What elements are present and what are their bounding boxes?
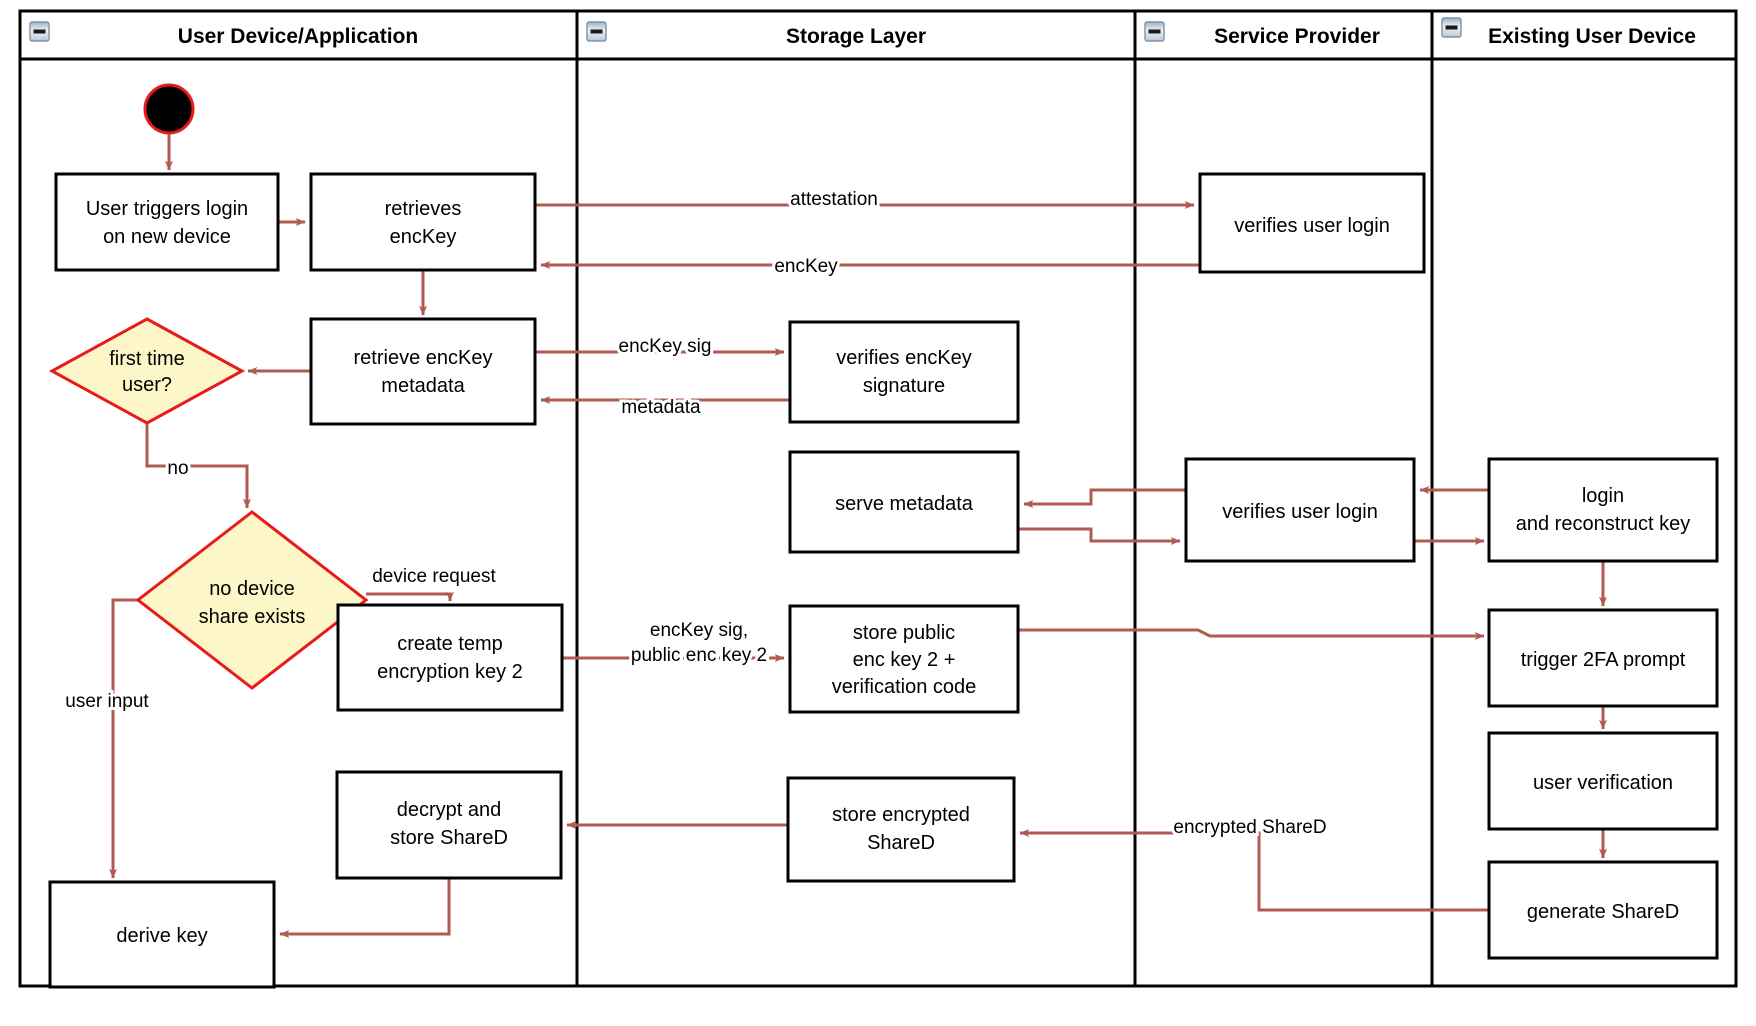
node-user-verification[interactable]: user verification — [1487, 731, 1719, 831]
node-verifies-enckey-signature[interactable]: verifies encKey signature — [788, 320, 1020, 424]
decision-first-time-user[interactable]: first time user? — [48, 317, 246, 425]
node-label: generate ShareD — [1527, 901, 1679, 923]
node-label: verifies user login — [1234, 215, 1390, 237]
decision-no-device-share-exists[interactable]: no device share exists — [135, 510, 369, 690]
node-create-temp-encryption-key[interactable]: create temp encryption key 2 — [336, 603, 564, 712]
node-decrypt-and-store-shared[interactable]: decrypt and store ShareD — [335, 770, 563, 880]
edge-label-enckey-sig: encKey sig — [619, 336, 712, 357]
lane-header-user-device: User Device/Application — [29, 21, 418, 48]
node-derive-key[interactable]: derive key — [48, 880, 276, 989]
edge-generate-shared-to-store-encrypted — [1019, 829, 1489, 912]
minus-box-icon[interactable] — [1441, 17, 1462, 38]
lane-header-existing-device: Existing User Device — [1441, 17, 1696, 48]
lane-header-storage: Storage Layer — [586, 21, 926, 48]
node-generate-shared[interactable]: generate ShareD — [1487, 860, 1719, 960]
edge-no-device-share-to-create-temp-key — [366, 591, 454, 602]
node-label: trigger 2FA prompt — [1521, 649, 1686, 671]
edge-label-attestation: attestation — [790, 189, 878, 210]
edge-serve-metadata-to-verifies-login — [1018, 527, 1181, 545]
decision-label: share exists — [199, 606, 306, 628]
node-label: store ShareD — [390, 827, 508, 849]
node-label: retrieves — [385, 198, 462, 220]
minus-box-icon[interactable] — [586, 21, 607, 42]
node-label: store public — [853, 622, 955, 644]
node-label: verifies encKey — [836, 347, 972, 369]
edge-decrypt-to-derive-key — [279, 878, 451, 938]
node-label: store encrypted — [832, 804, 970, 826]
node-label: metadata — [381, 375, 465, 397]
node-label: enc key 2 + — [853, 649, 956, 671]
lane-title-existing-device: Existing User Device — [1488, 25, 1696, 48]
edge-label-user-input: user input — [65, 691, 149, 712]
node-serve-metadata[interactable]: serve metadata — [788, 450, 1020, 554]
node-label: user verification — [1533, 772, 1673, 794]
decision-label: first time — [109, 348, 185, 370]
edge-layer: no device share exists --> — [109, 133, 1607, 938]
node-label: decrypt and — [397, 799, 502, 821]
node-label: encKey — [390, 226, 457, 248]
lane-title-user-device: User Device/Application — [178, 25, 418, 48]
edge-label-no: no — [167, 458, 188, 479]
edge-label-enckey-sig-public: encKey sig, — [650, 620, 748, 641]
edge-label-metadata: metadata — [621, 397, 701, 418]
edge-label-enckey: encKey — [774, 256, 838, 277]
node-label: and reconstruct key — [1516, 513, 1691, 535]
node-store-public-enc-key[interactable]: store public enc key 2 + verification co… — [788, 604, 1020, 714]
lane-header-service-provider: Service Provider — [1144, 21, 1380, 48]
node-label: derive key — [116, 925, 207, 947]
start-node — [143, 83, 195, 135]
decision-label: user? — [122, 374, 172, 396]
node-login-and-reconstruct-key[interactable]: login and reconstruct key — [1487, 457, 1719, 563]
lane-title-storage: Storage Layer — [786, 25, 926, 48]
node-store-encrypted-shared[interactable]: store encrypted ShareD — [786, 776, 1016, 883]
lane-title-service-provider: Service Provider — [1214, 25, 1380, 48]
node-verifies-user-login-top[interactable]: verifies user login — [1198, 172, 1426, 274]
node-trigger-2fa-prompt[interactable]: trigger 2FA prompt — [1487, 608, 1719, 708]
edge-no-device-share-to-derive-key — [109, 598, 138, 879]
edge-label-device-request: device request — [372, 566, 496, 587]
node-label: serve metadata — [835, 493, 974, 515]
node-label: login — [1582, 485, 1624, 507]
node-retrieve-enckey-metadata[interactable]: retrieve encKey metadata — [309, 317, 537, 426]
minus-box-icon[interactable] — [29, 21, 50, 42]
node-label: signature — [863, 375, 945, 397]
edge-label-layer: attestation encKey encKey sig metadata d… — [62, 186, 1329, 841]
node-label: on new device — [103, 226, 231, 248]
minus-box-icon[interactable] — [1144, 21, 1165, 42]
node-verifies-user-login-middle[interactable]: verifies user login — [1184, 457, 1416, 563]
edge-label-public-enc-key-2: public enc key 2 — [631, 645, 767, 666]
node-retrieves-enckey[interactable]: retrieves encKey — [309, 172, 537, 272]
edge-store-public-to-trigger-2fa — [1018, 628, 1485, 640]
edge-verifies-login-to-serve-metadata — [1023, 488, 1186, 508]
decision-label: no device — [209, 578, 295, 600]
edge-first-time-user-to-no-device-share — [145, 423, 251, 509]
node-label: verifies user login — [1222, 501, 1378, 523]
node-label: retrieve encKey — [354, 347, 493, 369]
edge-label-encrypted-shared: encrypted ShareD — [1173, 817, 1326, 838]
node-user-triggers-login[interactable]: User triggers login on new device — [54, 172, 280, 272]
node-label: encryption key 2 — [377, 661, 523, 683]
node-label: ShareD — [867, 832, 935, 854]
node-label: create temp — [397, 633, 503, 655]
node-label: verification code — [832, 676, 977, 698]
node-label: User triggers login — [86, 198, 248, 220]
